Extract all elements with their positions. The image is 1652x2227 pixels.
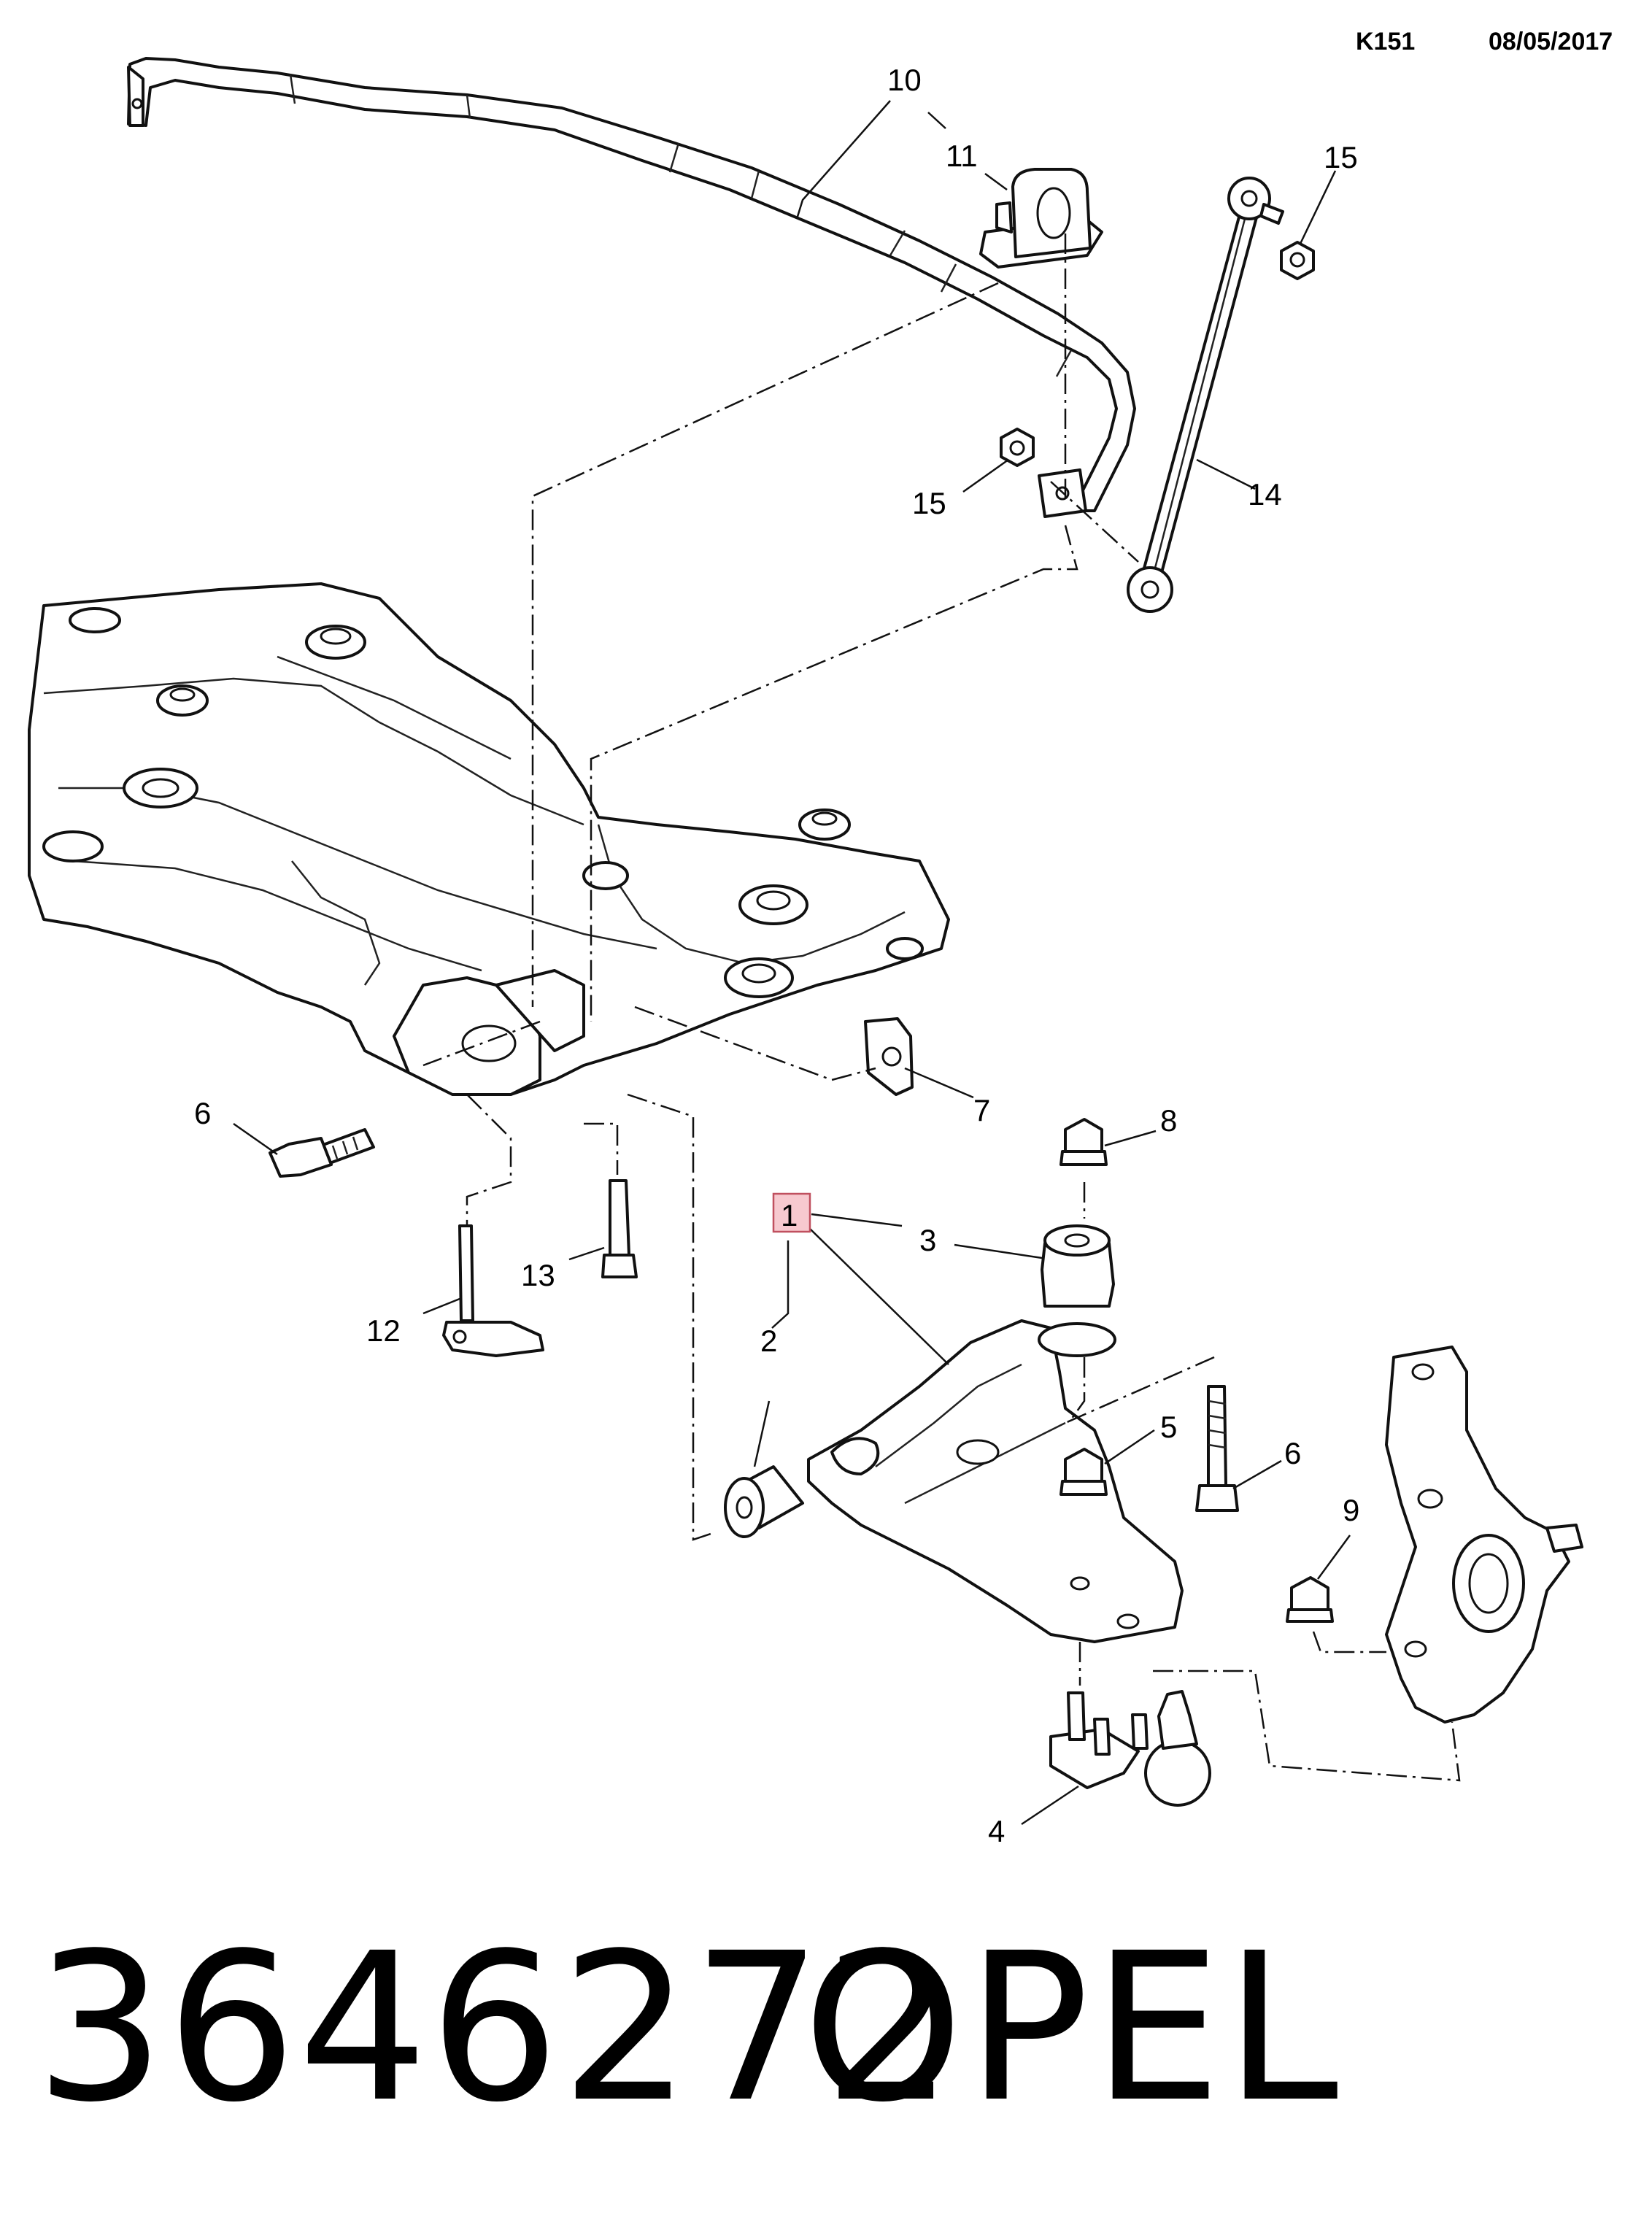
assembly-guide-lines xyxy=(422,233,1461,1782)
diagram-date: 08/05/2017 xyxy=(1489,28,1613,55)
callout-15-upper: 15 xyxy=(1324,140,1358,174)
stabilizer-bushing-clamp xyxy=(979,168,1103,269)
rear-bushing xyxy=(1038,1224,1116,1357)
brand-name: OPEL xyxy=(803,1910,1342,2147)
callout-5: 5 xyxy=(1160,1410,1177,1444)
bolt xyxy=(601,1179,638,1278)
callout-10: 10 xyxy=(887,63,922,97)
callout-9: 9 xyxy=(1343,1493,1359,1527)
callout-14: 14 xyxy=(1248,477,1282,512)
callout-6-left: 6 xyxy=(194,1096,211,1130)
callout-labels: 1 2 3 4 5 6 6 7 8 9 10 11 12 13 14 15 15 xyxy=(194,63,1359,1848)
callout-15-lower: 15 xyxy=(912,486,946,520)
link-nut-lower xyxy=(1000,428,1035,467)
knuckle-nut xyxy=(1286,1576,1334,1623)
subframe-bolt xyxy=(269,1128,375,1178)
stud-plate xyxy=(442,1224,544,1357)
callout-7: 7 xyxy=(973,1093,990,1127)
subframe-bracket xyxy=(864,1017,914,1096)
lower-control-arm xyxy=(807,1319,1184,1643)
callout-3: 3 xyxy=(919,1223,936,1257)
nut xyxy=(1059,1118,1108,1166)
control-arm-bolt xyxy=(1195,1385,1239,1512)
front-subframe xyxy=(28,582,950,1096)
steering-knuckle xyxy=(1385,1346,1583,1724)
callout-13: 13 xyxy=(521,1258,555,1292)
callout-1: 1 xyxy=(781,1198,798,1232)
diagram-code: K151 xyxy=(1356,28,1416,55)
callout-4: 4 xyxy=(988,1814,1005,1848)
callout-11: 11 xyxy=(946,139,978,173)
callout-8: 8 xyxy=(1160,1103,1177,1138)
callout-2: 2 xyxy=(760,1324,777,1358)
callout-highlight-box xyxy=(772,1192,811,1233)
stabilizer-link xyxy=(1127,177,1284,613)
callout-6-right: 6 xyxy=(1284,1436,1301,1470)
part-number: 3646272 xyxy=(35,1910,956,2147)
front-bushing xyxy=(724,1465,804,1538)
nut xyxy=(1059,1448,1108,1496)
callout-12: 12 xyxy=(366,1313,401,1348)
callout-leaders xyxy=(233,100,1351,1826)
stabilizer-bar xyxy=(127,57,1136,512)
ball-joint xyxy=(1049,1690,1211,1807)
link-nut-upper xyxy=(1280,241,1315,280)
